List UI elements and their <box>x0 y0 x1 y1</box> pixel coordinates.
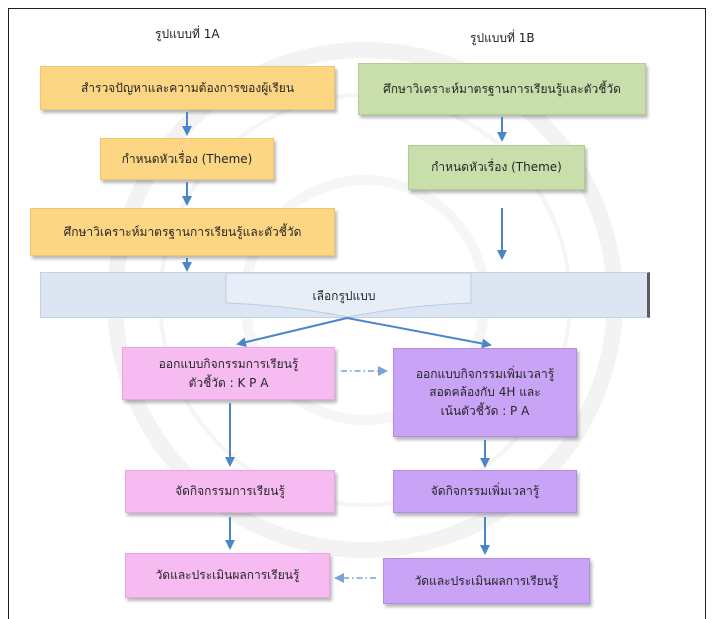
conduct-learning-activity: จัดกิจกรรมการเรียนรู้ <box>125 470 335 513</box>
select-model-bar: เลือกรูปแบบ <box>40 272 650 318</box>
design-extra-time-activity-line2: สอดคล้องกับ 4H และ <box>429 385 541 400</box>
conduct-learning-activity-label: จัดกิจกรรมการเรียนรู้ <box>175 484 285 499</box>
model-1a-step-survey-label: สำรวจปัญหาและความต้องการของผู้เรียน <box>80 80 295 95</box>
design-extra-time-activity-line1: ออกแบบกิจกรรมเพิ่มเวลารู้ <box>415 366 555 381</box>
conduct-extra-time-activity-label: จัดกิจกรรมเพิ่มเวลารู้ <box>430 484 540 499</box>
model-1a-step-survey: สำรวจปัญหาและความต้องการของผู้เรียน <box>40 66 335 110</box>
model-1a-step-analyze-standards: ศึกษาวิเคราะห์มาตรฐานการเรียนรู้และตัวชี… <box>30 208 335 256</box>
heading-model-1b: รูปแบบที่ 1B <box>470 31 535 45</box>
design-learning-activity-line2: ตัวชี้วัด : K P A <box>188 375 269 390</box>
evaluate-learning-label: วัดและประเมินผลการเรียนรู้ <box>155 568 300 583</box>
model-1a-step-theme-label: กำหนดหัวเรื่อง (Theme) <box>121 151 253 166</box>
design-learning-activity-line1: ออกแบบกิจกรรมการเรียนรู้ <box>158 356 299 371</box>
model-1b-step-analyze-standards: ศึกษาวิเคราะห์มาตรฐานการเรียนรู้และตัวชี… <box>358 63 646 115</box>
model-1b-step-theme: กำหนดหัวเรื่อง (Theme) <box>408 145 585 190</box>
figure-frame <box>8 8 706 619</box>
model-1b-step-theme-label: กำหนดหัวเรื่อง (Theme) <box>431 160 562 175</box>
model-1a-step-theme: กำหนดหัวเรื่อง (Theme) <box>100 138 274 180</box>
design-extra-time-activity-line3: เน้นตัวชี้วัด : P A <box>440 403 530 418</box>
conduct-extra-time-activity: จัดกิจกรรมเพิ่มเวลารู้ <box>393 470 577 513</box>
design-learning-activity: ออกแบบกิจกรรมการเรียนรู้ ตัวชี้วัด : K P… <box>122 347 335 400</box>
evaluate-extra-time-label: วัดและประเมินผลการเรียนรู้ <box>414 573 559 588</box>
evaluate-learning: วัดและประเมินผลการเรียนรู้ <box>125 553 330 598</box>
design-extra-time-activity: ออกแบบกิจกรรมเพิ่มเวลารู้ สอดคล้องกับ 4H… <box>393 348 577 437</box>
select-model-label: เลือกรูปแบบ <box>312 289 376 303</box>
evaluate-extra-time: วัดและประเมินผลการเรียนรู้ <box>383 558 590 604</box>
model-1b-step-analyze-standards-label: ศึกษาวิเคราะห์มาตรฐานการเรียนรู้และตัวชี… <box>383 81 621 96</box>
select-model-tab-shape <box>225 273 472 317</box>
model-1a-step-analyze-standards-label: ศึกษาวิเคราะห์มาตรฐานการเรียนรู้และตัวชี… <box>63 224 302 239</box>
heading-model-1a: รูปแบบที่ 1A <box>155 27 220 41</box>
